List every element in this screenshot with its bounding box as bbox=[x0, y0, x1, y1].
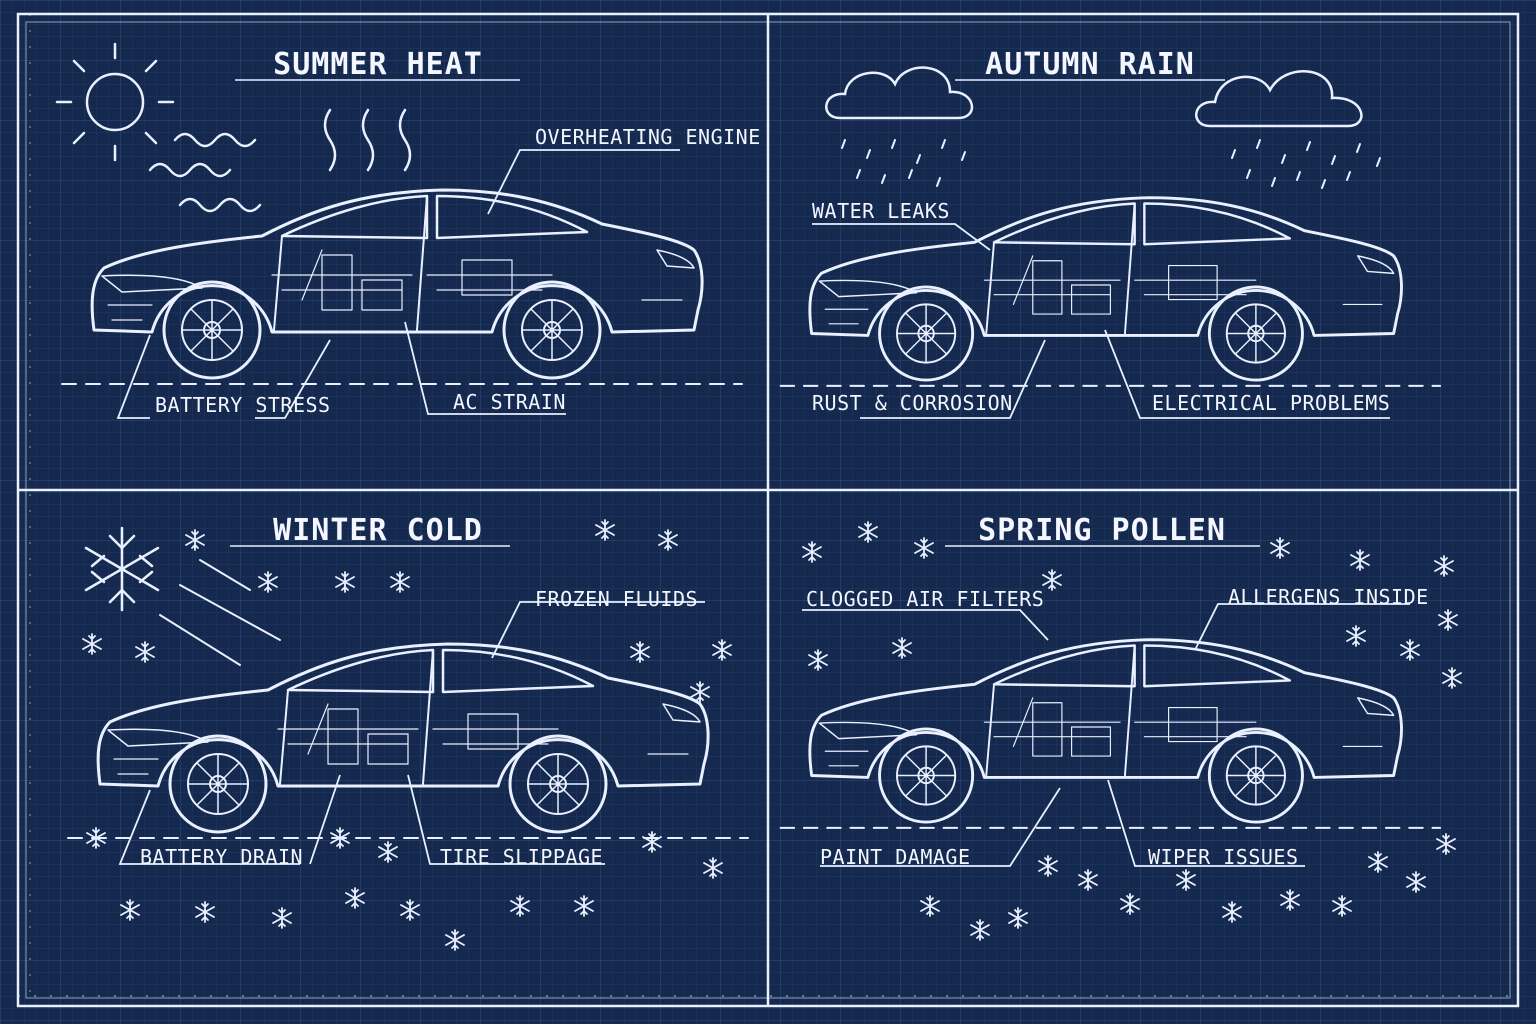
callout-clogged-air-filters: CLOGGED AIR FILTERS bbox=[806, 587, 1044, 611]
panel-title-winter: WINTER COLD bbox=[273, 513, 483, 548]
rain-drops-icon bbox=[841, 139, 1381, 189]
callout-battery-stress: BATTERY STRESS bbox=[155, 393, 331, 417]
callout-water-leaks: WATER LEAKS bbox=[812, 199, 950, 223]
panel-title-autumn: AUTUMN RAIN bbox=[985, 47, 1195, 82]
panel-title-spring: SPRING POLLEN bbox=[978, 513, 1226, 548]
callout-wiper-issues: WIPER ISSUES bbox=[1148, 845, 1299, 869]
panel-winter: WINTER COLD FROZEN FLUIDS BATTERY DRAIN … bbox=[66, 513, 750, 951]
callout-overheating-engine: OVERHEATING ENGINE bbox=[535, 125, 761, 149]
callout-allergens-inside: ALLERGENS INSIDE bbox=[1228, 585, 1429, 609]
panel-title-summer: SUMMER HEAT bbox=[273, 47, 483, 82]
sun-icon bbox=[55, 42, 175, 162]
panel-summer: SUMMER HEAT OVERHEATING ENGINE BATTERY S… bbox=[55, 42, 761, 419]
large-snowflake-icon bbox=[84, 526, 160, 612]
wind-streaks-icon bbox=[159, 559, 281, 666]
callout-paint-damage: PAINT DAMAGE bbox=[820, 845, 971, 869]
callout-electrical-problems: ELECTRICAL PROBLEMS bbox=[1152, 391, 1390, 415]
heat-waves-icon bbox=[148, 108, 412, 213]
callout-rust-corrosion: RUST & CORROSION bbox=[812, 391, 1013, 415]
blueprint-frame bbox=[16, 12, 1520, 1008]
callout-battery-drain: BATTERY DRAIN bbox=[140, 845, 303, 869]
callout-tire-slippage: TIRE SLIPPAGE bbox=[440, 845, 603, 869]
callout-ac-strain: AC STRAIN bbox=[453, 390, 566, 414]
callout-frozen-fluids: FROZEN FLUIDS bbox=[535, 587, 698, 611]
panel-autumn: AUTUMN RAIN WATER LEAKS RUST & CORROSION… bbox=[779, 47, 1442, 419]
panel-spring: SPRING POLLEN CLOGGED AIR FILTERS ALLERG… bbox=[779, 513, 1462, 941]
rain-cloud-icon bbox=[825, 66, 1363, 128]
